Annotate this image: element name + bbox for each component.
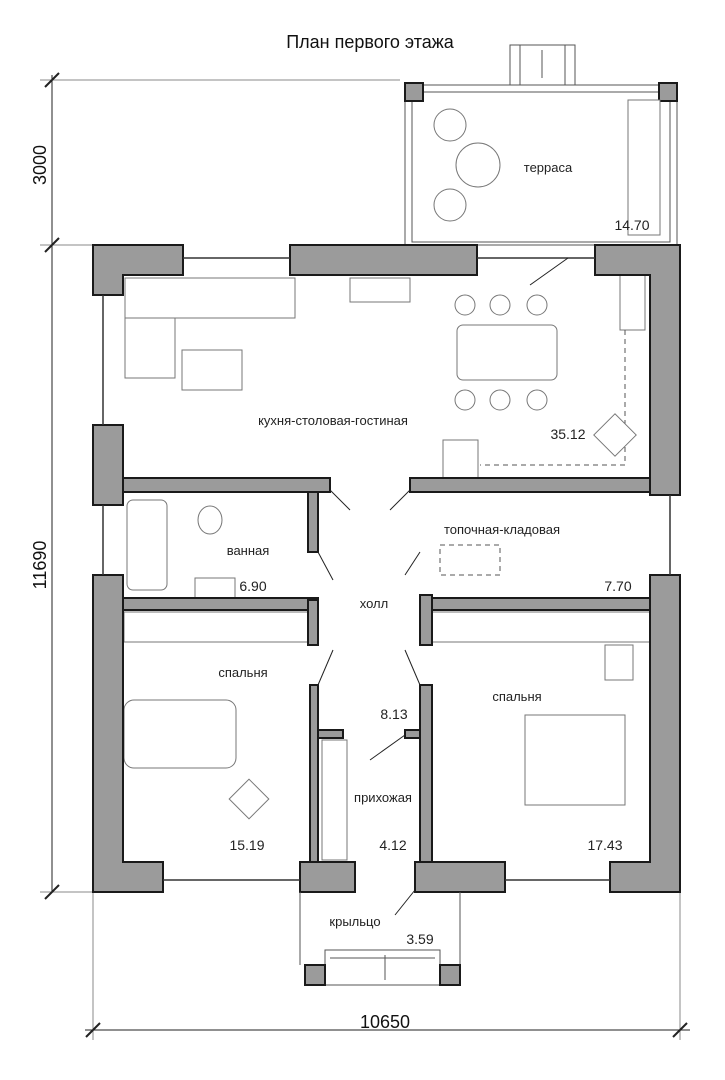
room-name-terrace: терраса (524, 160, 573, 175)
dimension-house-depth: 11690 (30, 541, 50, 590)
room-name-bathroom: ванная (227, 543, 270, 558)
room-area-porch: 3.59 (406, 931, 433, 947)
room-area-boiler-storage: 7.70 (604, 578, 631, 594)
room-name-bedroom-left: спальня (218, 665, 267, 680)
room-area-bathroom: 6.90 (239, 578, 266, 594)
windows (102, 257, 671, 881)
room-name-boiler-storage: топочная-кладовая (444, 522, 560, 537)
dimension-house-width: 10650 (360, 1012, 410, 1032)
room-area-hall: 8.13 (380, 706, 407, 722)
room-area-bedroom-left: 15.19 (229, 837, 264, 853)
room-area-bedroom-right: 17.43 (587, 837, 622, 853)
doors (317, 257, 569, 916)
room-area-entrance: 4.12 (379, 837, 406, 853)
room-name-hall: холл (360, 596, 388, 611)
room-area-kitchen: 35.12 (550, 426, 585, 442)
room-name-entrance: прихожая (354, 790, 412, 805)
room-name-porch: крыльцо (329, 914, 380, 929)
room-area-terrace: 14.70 (614, 217, 649, 233)
room-name-kitchen: кухня-столовая-гостиная (258, 413, 408, 428)
dimension-lines (40, 72, 690, 1040)
room-name-bedroom-right: спальня (492, 689, 541, 704)
terrace (404, 44, 678, 246)
dimension-terrace-depth: 3000 (30, 145, 50, 185)
porch (299, 892, 461, 986)
walls (92, 244, 681, 893)
furniture (123, 274, 651, 861)
plan-title: План первого этажа (286, 32, 455, 52)
